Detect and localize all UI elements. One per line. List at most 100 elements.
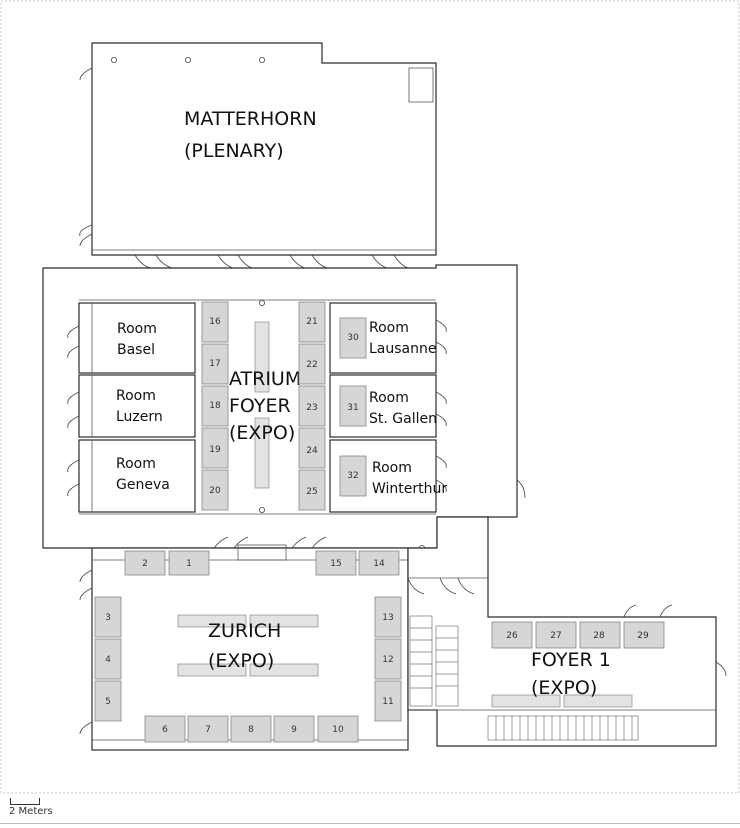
booth-29[interactable]: 29 [623, 621, 665, 649]
booth-3-number: 3 [105, 613, 111, 623]
booth-2-number: 2 [142, 559, 148, 569]
geneva-label-2: Geneva [116, 477, 170, 493]
scale-label: 2 Meters [9, 806, 53, 817]
room-geneva: Room Geneva [67, 439, 196, 513]
zurich-table [177, 614, 247, 628]
booth-24-number: 24 [306, 446, 318, 456]
booth-4[interactable]: 4 [94, 638, 122, 680]
zurich-table [249, 614, 319, 628]
foyer1-label-1: FOYER 1 [531, 649, 611, 671]
booth-29-number: 29 [637, 631, 649, 641]
booth-22-number: 22 [306, 360, 317, 370]
matterhorn-label-1: MATTERHORN [184, 108, 317, 130]
booth-30-number: 30 [347, 333, 359, 343]
booth-13[interactable]: 13 [374, 596, 402, 638]
map-frame [0, 0, 740, 794]
stgallen-label-1: Room [369, 390, 409, 406]
booth-22[interactable]: 22 [298, 343, 326, 385]
atrium-table [254, 417, 270, 489]
booth-21-number: 21 [306, 317, 317, 327]
booth-11-number: 11 [382, 697, 393, 707]
booth-27[interactable]: 27 [535, 621, 577, 649]
atrium-table [254, 321, 270, 393]
booth-5[interactable]: 5 [94, 680, 122, 722]
zurich-table [249, 663, 319, 677]
booth-10[interactable]: 10 [317, 715, 359, 743]
booth-8[interactable]: 8 [230, 715, 272, 743]
foyer-table [563, 694, 633, 708]
booth-14[interactable]: 14 [358, 550, 400, 576]
booth-16[interactable]: 16 [201, 301, 229, 343]
booth-30[interactable]: 30 [339, 317, 367, 359]
luzern-label-2: Luzern [116, 409, 163, 425]
winterthur-label-1: Room [372, 460, 412, 476]
booth-25-number: 25 [306, 487, 317, 497]
booth-9[interactable]: 9 [273, 715, 315, 743]
booth-19[interactable]: 19 [201, 427, 229, 469]
atrium-label-3: (EXPO) [229, 422, 295, 444]
zurich-label-2: (EXPO) [208, 650, 274, 672]
booths: 2 1 15 14 3 4 5 6 7 8 9 10 13 12 11 16 1… [94, 301, 665, 743]
booth-26[interactable]: 26 [491, 621, 533, 649]
booth-4-number: 4 [105, 655, 111, 665]
stgallen-label-2: St. Gallen [369, 411, 437, 427]
foyer1-label-2: (EXPO) [531, 677, 597, 699]
booth-28-number: 28 [593, 631, 605, 641]
booth-16-number: 16 [209, 317, 221, 327]
booth-21[interactable]: 21 [298, 301, 326, 343]
zurich-label-1: ZURICH [208, 620, 281, 642]
booth-10-number: 10 [332, 725, 344, 735]
booth-20[interactable]: 20 [201, 469, 229, 511]
booth-11[interactable]: 11 [374, 680, 402, 722]
booth-28[interactable]: 28 [579, 621, 621, 649]
stairs [409, 615, 639, 741]
bottom-rule [0, 823, 740, 824]
booth-27-number: 27 [550, 631, 561, 641]
booth-17[interactable]: 17 [201, 343, 229, 385]
booth-20-number: 20 [209, 486, 221, 496]
booth-8-number: 8 [248, 725, 254, 735]
booth-7-number: 7 [205, 725, 211, 735]
basel-label-2: Basel [117, 342, 155, 358]
booth-12[interactable]: 12 [374, 638, 402, 680]
booth-6-number: 6 [162, 725, 168, 735]
basel-label-1: Room [117, 321, 157, 337]
booth-1[interactable]: 1 [168, 550, 210, 576]
booth-2[interactable]: 2 [124, 550, 166, 576]
booth-3[interactable]: 3 [94, 596, 122, 638]
lausanne-label-1: Room [369, 320, 409, 336]
booth-18-number: 18 [209, 401, 221, 411]
foyer-table [491, 694, 561, 708]
booth-23[interactable]: 23 [298, 385, 326, 427]
scale-bar [10, 798, 40, 805]
booth-19-number: 19 [209, 445, 221, 455]
booth-5-number: 5 [105, 697, 111, 707]
booth-14-number: 14 [373, 559, 385, 569]
booth-24[interactable]: 24 [298, 427, 326, 469]
booth-31[interactable]: 31 [339, 385, 367, 427]
zurich-table [177, 663, 247, 677]
room-luzern: Room Luzern [67, 374, 196, 438]
booth-32[interactable]: 32 [339, 455, 367, 497]
atrium-label-1: ATRIUM [229, 368, 301, 390]
luzern-label-1: Room [116, 388, 156, 404]
booth-6[interactable]: 6 [144, 715, 186, 743]
booth-31-number: 31 [347, 403, 358, 413]
geneva-label-1: Room [116, 456, 156, 472]
winterthur-label-2: Winterthur [372, 481, 447, 497]
booth-7[interactable]: 7 [187, 715, 229, 743]
booth-18[interactable]: 18 [201, 385, 229, 427]
booth-23-number: 23 [306, 403, 317, 413]
lausanne-label-2: Lausanne [369, 341, 436, 357]
booth-1-number: 1 [186, 559, 192, 569]
booth-32-number: 32 [347, 471, 358, 481]
booth-12-number: 12 [382, 655, 393, 665]
booth-13-number: 13 [382, 613, 393, 623]
atrium-label-2: FOYER [229, 395, 291, 417]
booth-26-number: 26 [506, 631, 518, 641]
booth-17-number: 17 [209, 359, 220, 369]
booth-15[interactable]: 15 [315, 550, 357, 576]
booth-25[interactable]: 25 [298, 469, 326, 511]
room-basel: Room Basel [67, 302, 196, 374]
